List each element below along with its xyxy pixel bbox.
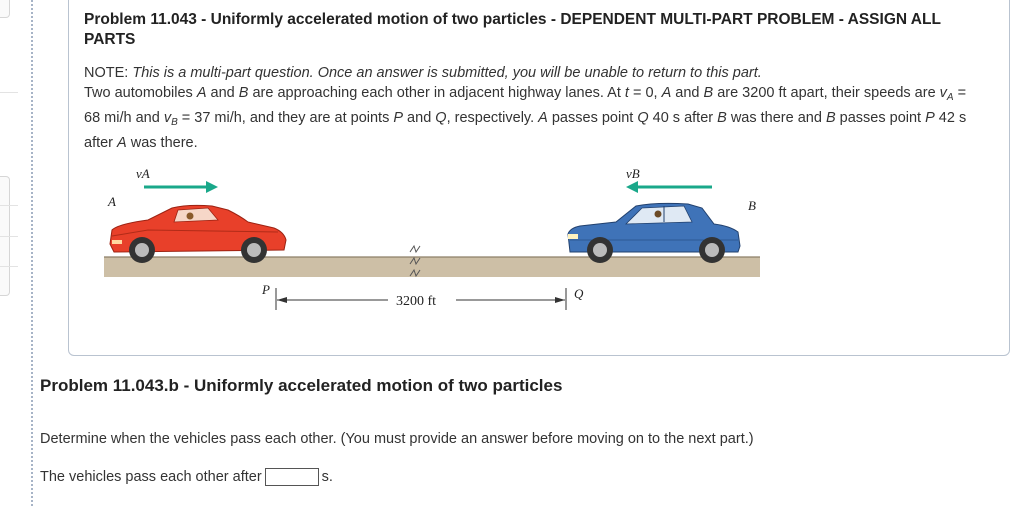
car-b bbox=[567, 202, 741, 263]
label-a: A bbox=[107, 194, 116, 209]
dimension-line bbox=[275, 288, 567, 310]
statement-text: Two automobiles A and B are approaching … bbox=[84, 85, 967, 151]
part-title: Problem 11.043.b - Uniformly accelerated… bbox=[40, 376, 563, 395]
gutter-tab[interactable] bbox=[0, 0, 10, 18]
label-b: B bbox=[748, 198, 756, 213]
label-q: Q bbox=[574, 286, 584, 301]
gutter-divider bbox=[0, 266, 18, 267]
part-instruction: Determine when the vehicles pass each ot… bbox=[40, 431, 754, 447]
gutter-divider bbox=[0, 205, 18, 206]
answer-unit: s. bbox=[321, 469, 333, 485]
problem-figure: vA vB A B P Q 3200 ft bbox=[104, 166, 760, 310]
label-vb: vB bbox=[626, 166, 640, 181]
arrow-right-icon bbox=[144, 181, 218, 193]
note-label: NOTE: bbox=[84, 65, 129, 81]
note-line: NOTE: This is a multi-part question. Onc… bbox=[84, 63, 984, 83]
gutter-divider bbox=[0, 236, 18, 237]
answer-input[interactable] bbox=[264, 468, 319, 486]
note-text: This is a multi-part question. Once an a… bbox=[132, 65, 762, 81]
answer-row: The vehicles pass each other after s. bbox=[40, 468, 333, 486]
left-gutter bbox=[0, 0, 20, 506]
road bbox=[104, 257, 760, 277]
problem-box bbox=[68, 0, 1010, 356]
problem-title: Problem 11.043 - Uniformly accelerated m… bbox=[84, 11, 941, 48]
problem-statement: NOTE: This is a multi-part question. Onc… bbox=[84, 63, 984, 153]
dotted-rule bbox=[31, 0, 33, 506]
arrow-left-icon bbox=[626, 181, 712, 193]
distance-label: 3200 ft bbox=[396, 294, 436, 309]
answer-prefix: The vehicles pass each other after bbox=[40, 469, 262, 485]
road-break-icon bbox=[409, 244, 421, 278]
label-p: P bbox=[261, 282, 270, 297]
car-a bbox=[109, 204, 287, 263]
label-va: vA bbox=[136, 166, 150, 181]
gutter-divider bbox=[0, 92, 18, 93]
